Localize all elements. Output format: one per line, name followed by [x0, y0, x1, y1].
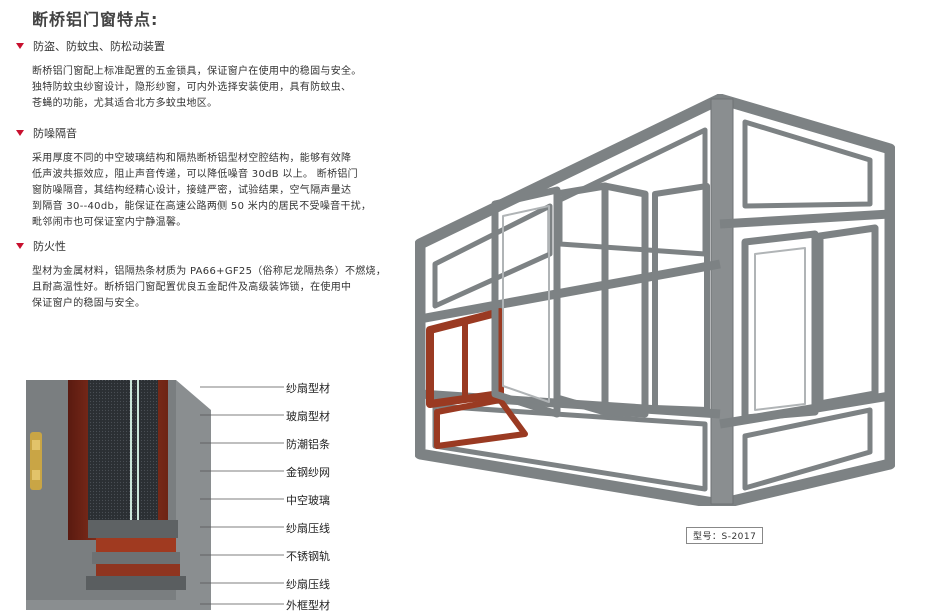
- feature-heading-text: 防噪隔音: [33, 127, 77, 140]
- feature-heading: 防噪隔音: [16, 125, 388, 141]
- callout-label: 纱扇压线: [286, 522, 330, 535]
- model-number-label: 型号：S-2017: [686, 527, 764, 544]
- feature-fire-resistance: 防火性 型材为金属材料，铝隔热条材质为 PA66+GF25（俗称尼龙隔热条）不燃…: [16, 238, 388, 312]
- callout-label: 纱扇压线: [286, 578, 330, 591]
- feature-soundproof: 防噪隔音 采用厚度不同的中空玻璃结构和隔热断桥铝型材空腔结构，能够有效降 低声波…: [16, 125, 388, 231]
- feature-body: 型材为金属材料，铝隔热条材质为 PA66+GF25（俗称尼龙隔热条）不燃烧， 且…: [32, 266, 387, 309]
- feature-anti-theft: 防盗、防蚊虫、防松动装置 断桥铝门窗配上标准配置的五金锁具，保证窗户在使用中的稳…: [16, 38, 388, 112]
- red-triangle-bullet-icon: [16, 43, 24, 49]
- feature-heading-text: 防盗、防蚊虫、防松动装置: [33, 40, 165, 53]
- feature-heading-text: 防火性: [33, 240, 66, 253]
- red-triangle-bullet-icon: [16, 243, 24, 249]
- profile-cross-section-image: [26, 380, 211, 610]
- window-illustration-image: [415, 94, 895, 506]
- page-title: 断桥铝门窗特点:: [32, 10, 159, 29]
- callout-label: 外框型材: [286, 599, 330, 612]
- feature-heading: 防火性: [16, 238, 388, 254]
- feature-heading: 防盗、防蚊虫、防松动装置: [16, 38, 388, 54]
- callout-label: 不锈钢轨: [286, 550, 330, 563]
- red-triangle-bullet-icon: [16, 130, 24, 136]
- feature-body: 采用厚度不同的中空玻璃结构和隔热断桥铝型材空腔结构，能够有效降 低声波共振效应，…: [32, 153, 372, 228]
- callout-label: 金钢纱网: [286, 466, 330, 479]
- callout-label: 中空玻璃: [286, 494, 330, 507]
- feature-body: 断桥铝门窗配上标准配置的五金锁具，保证窗户在使用中的稳固与安全。 独特防蚊虫纱窗…: [32, 66, 362, 109]
- callout-label: 玻扇型材: [286, 410, 330, 423]
- callout-label: 防潮铝条: [286, 438, 330, 451]
- callout-label: 纱扇型材: [286, 382, 330, 395]
